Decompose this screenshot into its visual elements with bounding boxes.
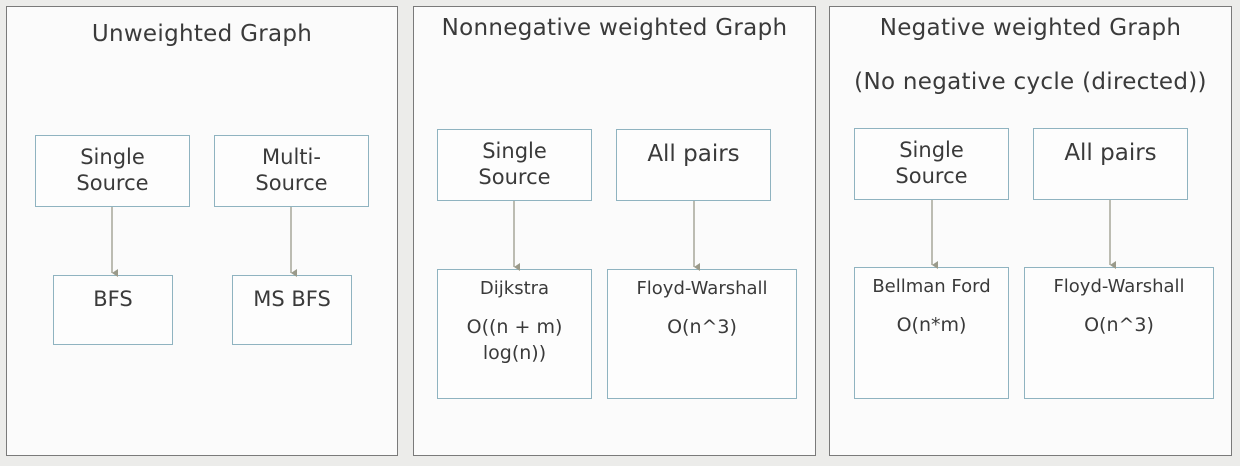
complexity-label: O(n*m) <box>896 314 967 336</box>
dijkstra-box: Dijkstra O((n + m) log(n)) <box>437 269 592 399</box>
box-label: All pairs <box>1064 140 1157 166</box>
algorithm-name: Dijkstra <box>479 278 550 299</box>
box-label: Multi- Source <box>255 145 328 195</box>
single-source-box: Single Source <box>854 128 1009 200</box>
panel-unweighted: Unweighted Graph Single Source Multi- So… <box>6 6 398 456</box>
algorithm-name: Floyd-Warshall <box>1053 276 1185 297</box>
all-pairs-box: All pairs <box>616 129 771 201</box>
panel-title: Negative weighted Graph <box>879 15 1182 41</box>
algorithm-name: Bellman Ford <box>872 276 991 297</box>
multi-source-box: Multi- Source <box>214 135 369 207</box>
complexity-label: O(n^3) <box>667 316 737 338</box>
floyd-warshall-box: Floyd-Warshall O(n^3) <box>1024 267 1214 399</box>
bellman-ford-box: Bellman Ford O(n*m) <box>854 267 1009 399</box>
complexity-label: O(n^3) <box>1084 314 1154 336</box>
floyd-warshall-box: Floyd-Warshall O(n^3) <box>607 269 797 399</box>
algorithm-name: MS BFS <box>253 287 331 311</box>
box-label: All pairs <box>647 141 740 167</box>
bfs-box: BFS <box>53 275 173 345</box>
single-source-box: Single Source <box>437 129 592 201</box>
box-label: Single Source <box>478 139 551 189</box>
box-label: Single Source <box>895 138 968 188</box>
algorithm-name: Floyd-Warshall <box>636 278 768 299</box>
panel-title: Unweighted Graph <box>91 21 313 47</box>
algorithm-name: BFS <box>93 287 133 311</box>
all-pairs-box: All pairs <box>1033 128 1188 200</box>
panel-subtitle: (No negative cycle (directed)) <box>854 69 1207 95</box>
panel-negative-weighted: Negative weighted Graph (No negative cyc… <box>829 6 1232 456</box>
ms-bfs-box: MS BFS <box>232 275 352 345</box>
panel-nonnegative-weighted: Nonnegative weighted Graph Single Source… <box>413 6 816 456</box>
single-source-box: Single Source <box>35 135 190 207</box>
panel-title: Nonnegative weighted Graph <box>441 15 788 41</box>
box-label: Single Source <box>76 145 149 195</box>
complexity-label: O((n + m) log(n)) <box>466 316 563 364</box>
